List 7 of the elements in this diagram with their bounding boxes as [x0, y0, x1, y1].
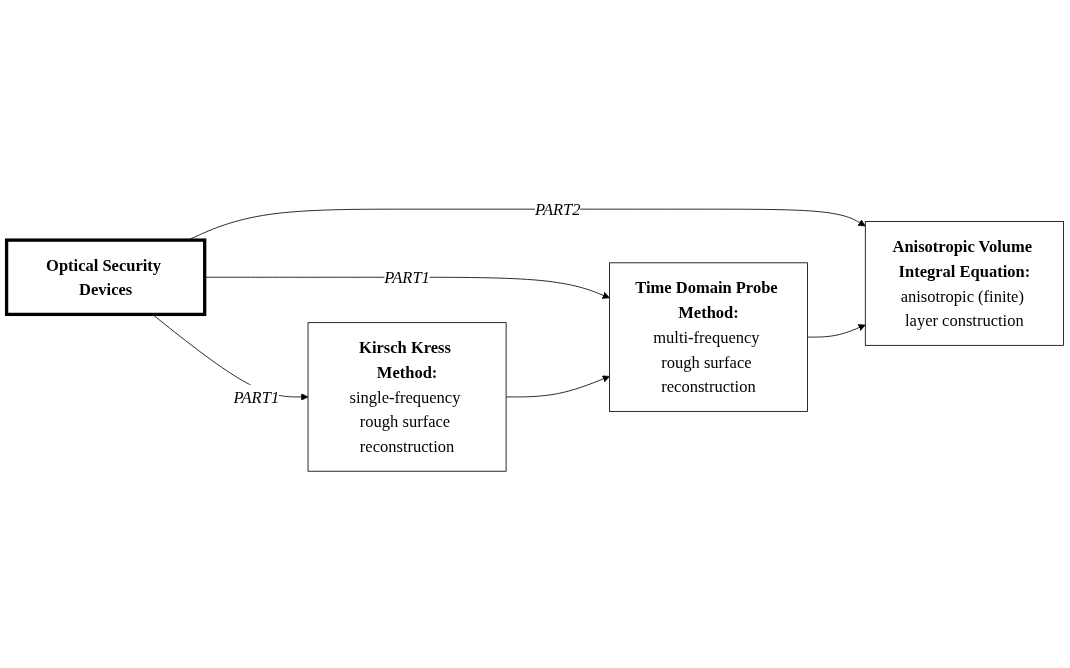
node-box: Time Domain Probe Method: multi-frequency rough surface reconstruction — [609, 262, 808, 412]
edge-label: PART1 — [384, 268, 430, 287]
edge-label: PART1 — [233, 387, 280, 407]
node-box: Kirsch Kress Method: single-frequency rough surface reconstruction — [307, 322, 507, 472]
node-box: Optical Security Devices — [4, 238, 207, 317]
node-box: Anisotropic Volume Integral Equation: anisotropic (finite) layer construction — [864, 221, 1064, 346]
edge-label: PART2 — [535, 200, 581, 219]
